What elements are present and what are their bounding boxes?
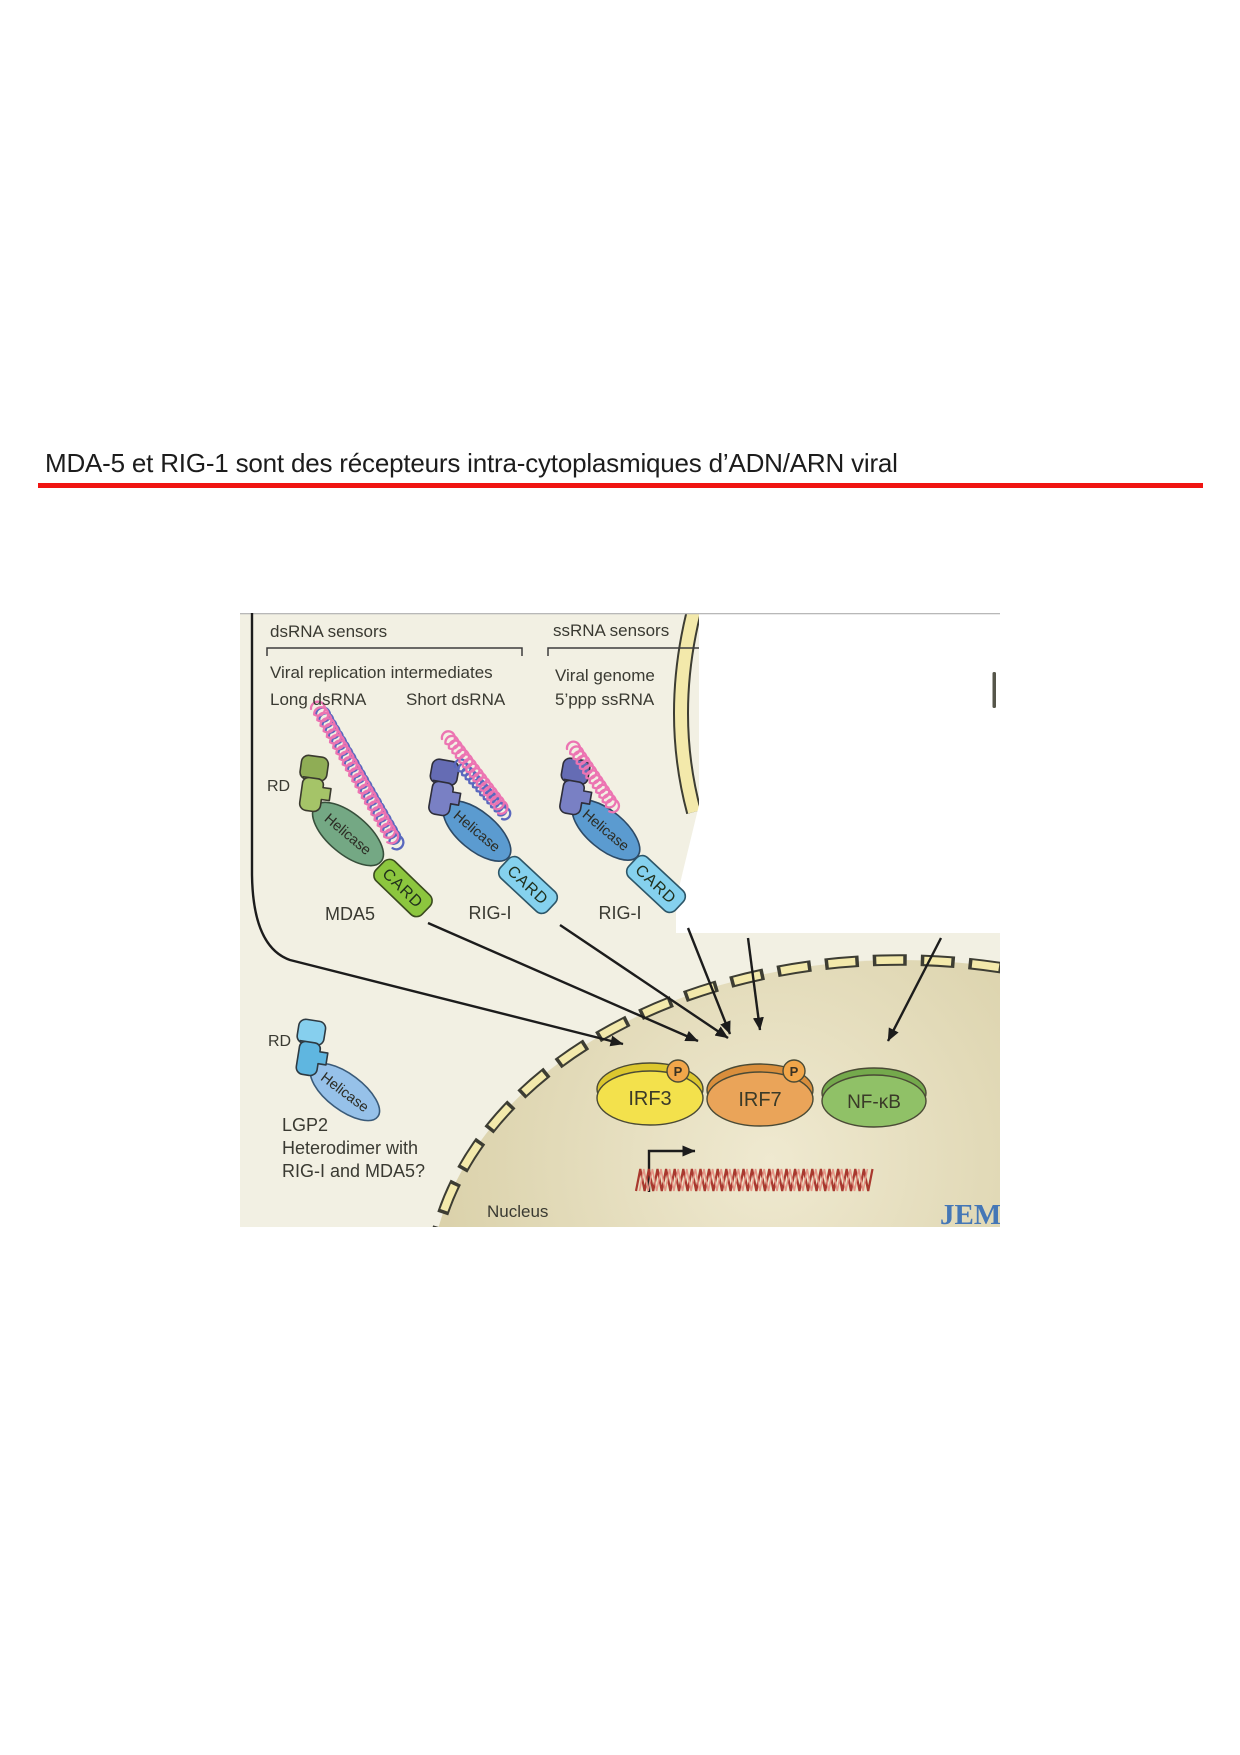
transcription-start-arrow <box>647 1145 696 1192</box>
mda5-rd-label: RD <box>267 778 290 795</box>
nfkb-label: NF-κB <box>847 1092 901 1113</box>
arrow-hidden-to-nfkb <box>886 937 943 1042</box>
irf3-phospho-label: P <box>674 1064 683 1079</box>
ssrna-bracket <box>547 647 699 656</box>
ssrna-strand-pink <box>565 740 621 814</box>
rigi1-receptor: CARD Helicase <box>428 730 559 915</box>
rigi2-receptor: CARD Helicase <box>559 740 687 914</box>
dna-coil <box>634 1168 874 1192</box>
short-dsrna-strand-blue <box>453 758 512 821</box>
dsrna-subheader: Viral replication intermediates <box>270 663 493 682</box>
ssrna-sensors-header: ssRNA sensors <box>553 621 669 640</box>
long-dsrna-label: Long dsRNA <box>270 690 367 709</box>
lgp2-note-line1: Heterodimer with <box>282 1138 418 1158</box>
cell-membrane-arc <box>673 613 702 815</box>
irf7-ellipse <box>706 1071 814 1127</box>
transcription-factors: P P IRF3 IRF7 NF-κB <box>596 1059 927 1128</box>
lgp2-note-line2: RIG-I and MDA5? <box>282 1161 425 1181</box>
lgp2-name-label: LGP2 <box>282 1115 328 1135</box>
irf7-phospho-circle <box>782 1059 806 1083</box>
arrow-rigi1-to-nucleus <box>559 924 729 1039</box>
title-underline-rule <box>38 483 1203 488</box>
long-dsrna-strand-pink <box>309 700 400 845</box>
dsrna-bracket <box>266 647 523 656</box>
signal-arrows <box>250 613 943 1047</box>
arrow-hidden-to-irf7 <box>746 937 764 1031</box>
lgp2-rd-domain <box>295 1018 329 1077</box>
arrow-mda5-to-nucleus <box>427 921 699 1043</box>
arrow-sensors-box-to-irf3 <box>250 613 624 1047</box>
white-cover-box <box>676 613 1000 933</box>
mda5-rd-domain <box>298 754 332 813</box>
irf3-label: IRF3 <box>628 1088 671 1110</box>
rigi2-name-label: RIG-I <box>599 903 642 923</box>
nfkb-ellipse <box>821 1074 927 1128</box>
irf3-ellipse <box>596 1070 704 1126</box>
irf7-phospho-label: P <box>790 1064 799 1079</box>
short-dsrna-strand-pink <box>440 730 509 815</box>
pathway-figure: CARD Helicase CARD Helicase <box>240 613 1000 1227</box>
nucleus-label: Nucleus <box>487 1202 548 1221</box>
mda5-name-label: MDA5 <box>325 904 375 924</box>
lgp2-rd-label: RD <box>268 1033 291 1050</box>
figure-top-edge <box>240 613 1000 615</box>
irf3-phospho-circle <box>666 1059 690 1083</box>
rigi1-rd-domain <box>428 758 462 817</box>
rigi1-name-label: RIG-I <box>469 903 512 923</box>
jem-journal-logo: JEM <box>940 1199 1000 1227</box>
viral-genome-label: Viral genome <box>555 666 655 685</box>
slide-title: MDA-5 et RIG-1 sont des récepteurs intra… <box>45 448 898 478</box>
5ppp-ssrna-label: 5’ppp ssRNA <box>555 690 655 709</box>
arrow-rigi2-to-nucleus <box>686 927 732 1035</box>
short-dsrna-label: Short dsRNA <box>406 690 506 709</box>
irf7-label: IRF7 <box>738 1089 781 1111</box>
dsrna-sensors-header: dsRNA sensors <box>270 622 387 641</box>
membrane-remnant-sliver <box>992 672 996 708</box>
nuclear-envelope-dashes <box>434 956 1000 1227</box>
